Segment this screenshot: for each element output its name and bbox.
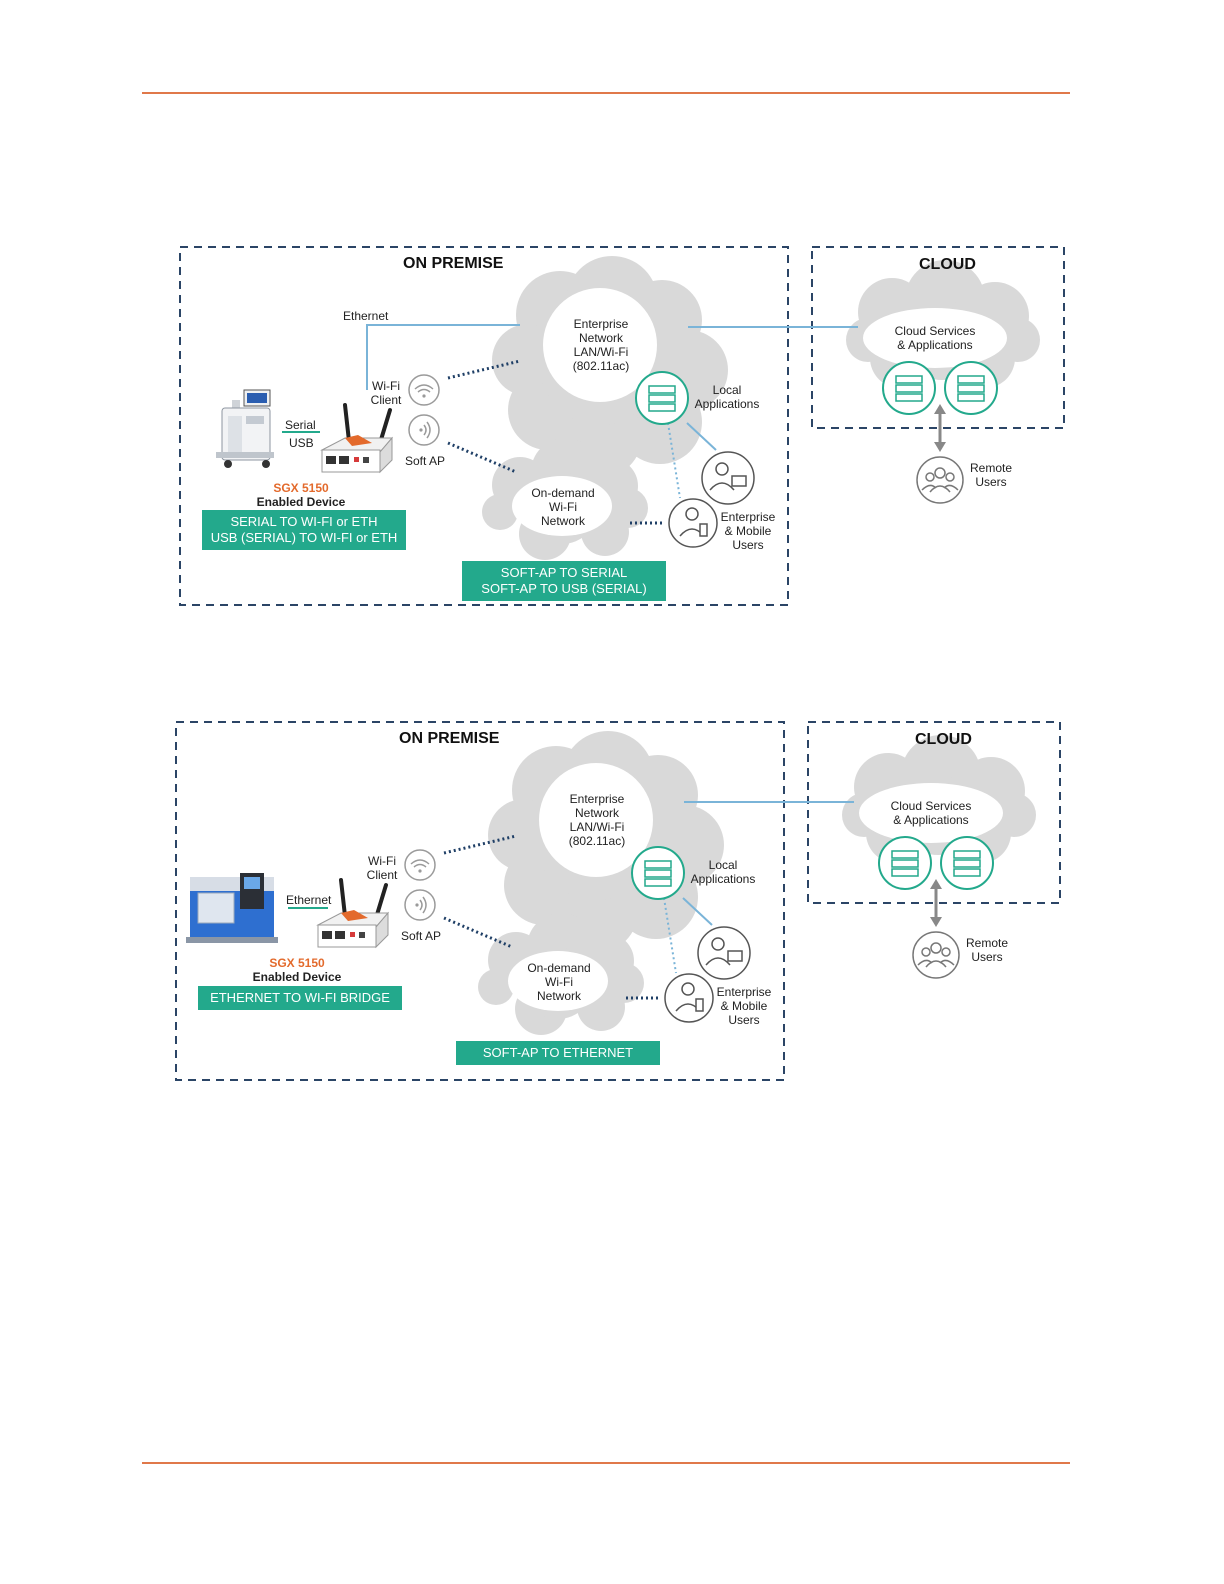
cloud-services-label: Cloud Services & Applications — [894, 324, 976, 352]
enterprise-users-label: Enterprise & Mobile Users — [716, 985, 772, 1027]
soft-ap-link — [447, 441, 517, 474]
cloud-frame — [811, 246, 1065, 429]
footer-rule — [142, 1462, 1070, 1464]
on-demand-cloud-inner — [508, 951, 608, 1011]
remote-users-icon — [912, 931, 960, 979]
wifi-client-label: Wi-Fi Client — [370, 379, 402, 407]
wifi-client-link — [447, 359, 521, 380]
diagram-serial-usb: ON PREMISE CLOUD Ethernet Enterprise Net… — [0, 240, 1224, 620]
local-app-link — [686, 422, 717, 451]
soft-ap-icon — [408, 414, 440, 446]
diagram-2-graphics — [175, 721, 1061, 1081]
device-caption: SGX 5150 Enabled Device — [252, 956, 342, 984]
desktop-user-icon — [701, 451, 755, 505]
wifi-client-icon — [408, 374, 440, 406]
remote-users-icon — [916, 456, 964, 504]
enterprise-network-label: Enterprise Network LAN/Wi-Fi (802.11ac) — [568, 792, 626, 848]
enterprise-cloud-inner — [539, 763, 653, 877]
diagram-1-graphics — [179, 246, 1065, 606]
enterprise-users-label: Enterprise & Mobile Users — [720, 510, 776, 552]
local-applications-server-icon — [635, 371, 689, 425]
wifi-client-icon — [404, 849, 436, 881]
soft-ap-link — [443, 916, 513, 949]
ethernet-link — [366, 324, 520, 390]
soft-ap-label: Soft AP — [401, 929, 442, 943]
gateway-device — [320, 403, 394, 474]
wifi-client-link — [443, 834, 517, 855]
on-demand-label: On-demand Wi-Fi Network — [527, 961, 591, 1003]
cnc-machine-device — [186, 873, 278, 943]
device-caption: SGX 5150 Enabled Device — [256, 481, 346, 509]
ethernet-label: Ethernet — [343, 309, 389, 323]
on-demand-cloud-inner — [512, 476, 612, 536]
enterprise-cloud-inner — [543, 288, 657, 402]
mobile-user-icon — [668, 498, 718, 548]
soft-ap-serial-mode-box: SOFT-AP TO SERIAL SOFT-AP TO USB (SERIAL… — [462, 561, 666, 601]
medical-cart-device — [216, 389, 274, 468]
header-rule — [142, 92, 1070, 94]
cloud-services-inner — [859, 783, 1003, 843]
cloud-server-icon-2 — [940, 836, 994, 890]
cloud-title: CLOUD — [915, 731, 972, 748]
mobile-user-icon — [664, 973, 714, 1023]
local-app-link — [682, 897, 713, 926]
soft-ap-label: Soft AP — [405, 454, 446, 468]
cloud-server-icon-1 — [878, 836, 932, 890]
on-premise-title: ON PREMISE — [399, 730, 500, 747]
remote-users-label: Remote Users — [965, 936, 1009, 964]
serial-usb-mode-box: SERIAL TO WI-FI or ETH USB (SERIAL) TO W… — [202, 510, 406, 550]
remote-arrow — [930, 879, 942, 927]
on-premise-frame — [179, 246, 789, 606]
serial-label: Serial — [285, 418, 316, 432]
ethernet-label: Ethernet — [286, 893, 332, 907]
ethernet-bridge-mode-box: ETHERNET TO WI-FI BRIDGE — [198, 986, 402, 1010]
on-demand-label: On-demand Wi-Fi Network — [531, 486, 595, 528]
cloud-services-label: Cloud Services & Applications — [890, 799, 972, 827]
diagram-ethernet-bridge: ON PREMISE CLOUD Ethernet Enterprise Net… — [0, 715, 1224, 1095]
remote-arrow — [934, 404, 946, 452]
cloud-server-icon-2 — [944, 361, 998, 415]
cloud-server-icon-1 — [882, 361, 936, 415]
gateway-device — [316, 878, 390, 949]
enterprise-network-label: Enterprise Network LAN/Wi-Fi (802.11ac) — [572, 317, 630, 373]
cloud-title: CLOUD — [919, 256, 976, 273]
cloud-frame — [807, 721, 1061, 904]
usb-label: USB — [289, 436, 314, 450]
remote-users-label: Remote Users — [969, 461, 1013, 489]
soft-ap-icon — [404, 889, 436, 921]
desktop-user-icon — [697, 926, 751, 980]
cloud-services-inner — [863, 308, 1007, 368]
local-applications-label: Local Applications — [694, 383, 760, 411]
on-premise-title: ON PREMISE — [403, 255, 504, 272]
local-applications-label: Local Applications — [690, 858, 756, 886]
soft-ap-ethernet-mode-box: SOFT-AP TO ETHERNET — [456, 1041, 660, 1065]
local-applications-server-icon — [631, 846, 685, 900]
wifi-client-label: Wi-Fi Client — [366, 854, 398, 882]
on-premise-frame — [175, 721, 785, 1081]
